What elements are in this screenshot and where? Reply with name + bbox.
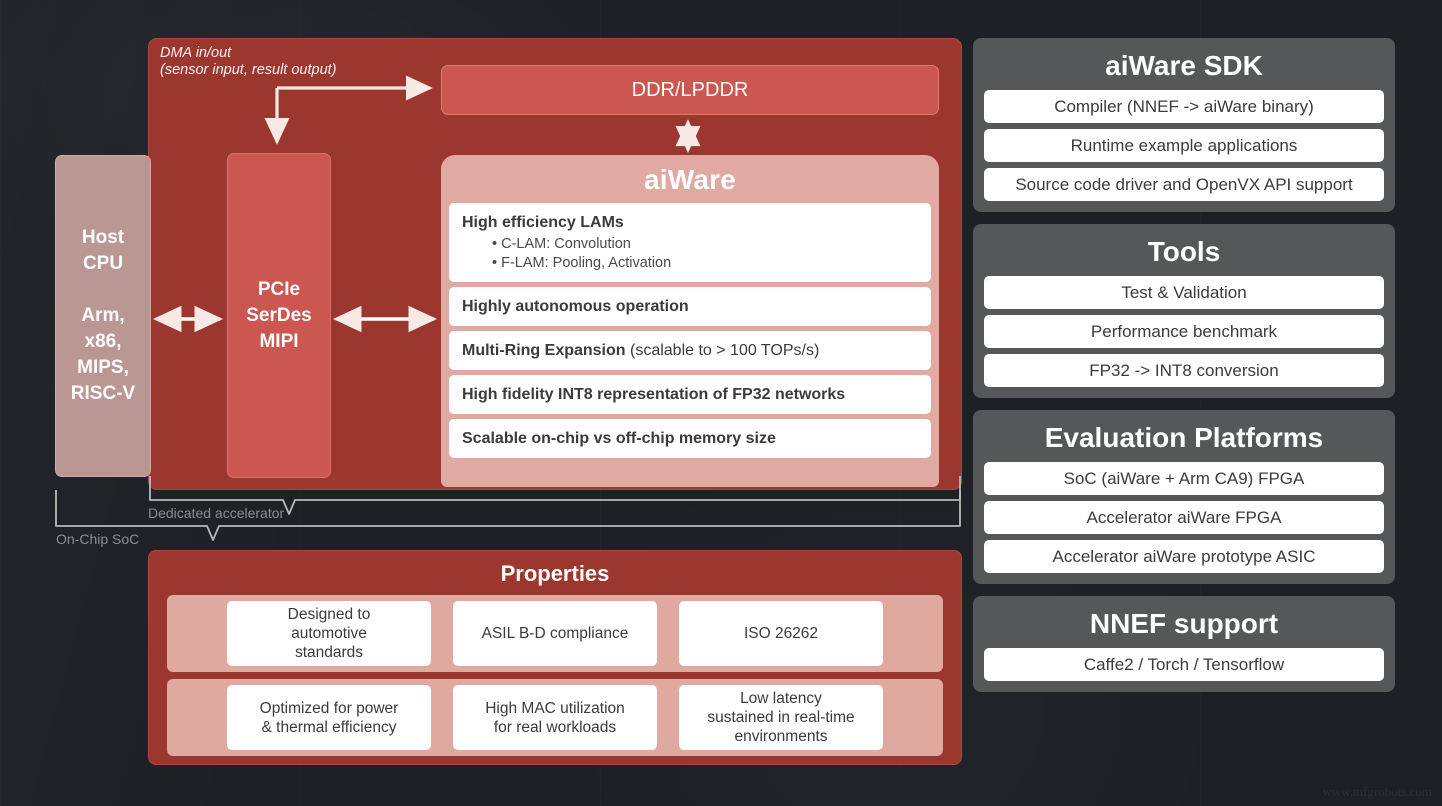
aiware-feature-heading: Scalable on-chip vs off-chip memory size	[462, 430, 776, 447]
properties-rows: Designed to automotive standards ASIL B-D…	[167, 595, 943, 756]
properties-row: Optimized for power & thermal efficiency…	[167, 679, 943, 756]
dedicated-accelerator-label: Dedicated accelerator	[148, 505, 285, 521]
aiware-feature-list: High efficiency LAMsC-LAM: ConvolutionF-…	[449, 203, 931, 458]
sidebar-panel-item[interactable]: Compiler (NNEF -> aiWare binary)	[984, 90, 1384, 123]
property-cell: High MAC utilization for real workloads	[453, 685, 657, 750]
aiware-feature-heading: Highly autonomous operation	[462, 298, 689, 315]
ddr-lpddr-label: DDR/LPDDR	[631, 78, 749, 101]
sidebar-panel-item[interactable]: Source code driver and OpenVX API suppor…	[984, 168, 1384, 201]
pcie-label: PCIe SerDes MIPI	[246, 278, 312, 352]
aiware-block: aiWare High efficiency LAMsC-LAM: Convol…	[441, 155, 939, 487]
sidebar-panel-item[interactable]: Accelerator aiWare prototype ASIC	[984, 540, 1384, 573]
aiware-bullet-item: F-LAM: Pooling, Activation	[492, 254, 918, 273]
sidebar-panel-title: Evaluation Platforms	[1044, 422, 1324, 453]
aiware-title: aiWare	[644, 164, 736, 195]
aiware-feature-row: Scalable on-chip vs off-chip memory size	[449, 419, 931, 458]
ddr-lpddr-block: DDR/LPDDR	[441, 65, 939, 115]
sidebar-panel: aiWare SDK Compiler (NNEF -> aiWare binar…	[973, 38, 1395, 212]
aiware-feature-heading: High efficiency LAMs	[462, 214, 624, 231]
sidebar-panel-item[interactable]: Accelerator aiWare FPGA	[984, 501, 1384, 534]
watermark: www.mfgrobots.com	[1322, 784, 1432, 799]
aiware-feature-bullets: C-LAM: ConvolutionF-LAM: Pooling, Activa…	[462, 235, 918, 273]
aiware-feature-row: Multi-Ring Expansion (scalable to > 100 …	[449, 331, 931, 370]
aiware-bullet-item: C-LAM: Convolution	[492, 235, 918, 254]
property-cell: Optimized for power & thermal efficiency	[227, 685, 431, 750]
host-cpu-block: Host CPU Arm, x86, MIPS, RISC-V	[55, 155, 151, 477]
right-sidebar: aiWare SDK Compiler (NNEF -> aiWare binar…	[973, 38, 1395, 692]
properties-title: Properties	[500, 561, 610, 586]
properties-panel: Properties Designed to automotive standa…	[148, 550, 962, 765]
property-cell: Low latency sustained in real-time envir…	[679, 685, 883, 750]
sidebar-panel-item[interactable]: FP32 -> INT8 conversion	[984, 354, 1384, 387]
aiware-feature-row: Highly autonomous operation	[449, 287, 931, 326]
properties-row: Designed to automotive standards ASIL B-D…	[167, 595, 943, 672]
sidebar-panel-item[interactable]: SoC (aiWare + Arm CA9) FPGA	[984, 462, 1384, 495]
aiware-feature-heading: Multi-Ring Expansion	[462, 342, 626, 359]
dma-note-label: DMA in/out (sensor input, result output)	[160, 45, 337, 78]
on-chip-soc-label: On-Chip SoC	[56, 531, 140, 547]
sidebar-panel-title: aiWare SDK	[1105, 50, 1263, 81]
sidebar-panel-item[interactable]: Runtime example applications	[984, 129, 1384, 162]
grouping-brackets	[55, 476, 961, 541]
aiware-feature-detail: (scalable to > 100 TOPs/s)	[625, 342, 820, 359]
pcie-serdes-mipi-block: PCIe SerDes MIPI	[227, 153, 331, 478]
property-cell: ASIL B-D compliance	[453, 601, 657, 666]
sidebar-panel-title: NNEF support	[1089, 608, 1279, 639]
property-cell: ISO 26262	[679, 601, 883, 666]
property-cell: Designed to automotive standards	[227, 601, 431, 666]
host-cpu-label: Host CPU Arm, x86, MIPS, RISC-V	[70, 227, 136, 404]
sidebar-panel-item[interactable]: Caffe2 / Torch / Tensorflow	[984, 648, 1384, 681]
aiware-feature-row: High efficiency LAMsC-LAM: ConvolutionF-…	[449, 203, 931, 282]
aiware-feature-heading: High fidelity INT8 representation of FP3…	[462, 386, 846, 403]
sidebar-panel-item[interactable]: Performance benchmark	[984, 315, 1384, 348]
sidebar-panel-item[interactable]: Test & Validation	[984, 276, 1384, 309]
sidebar-panel-title: Tools	[1147, 236, 1221, 267]
aiware-feature-row: High fidelity INT8 representation of FP3…	[449, 375, 931, 414]
